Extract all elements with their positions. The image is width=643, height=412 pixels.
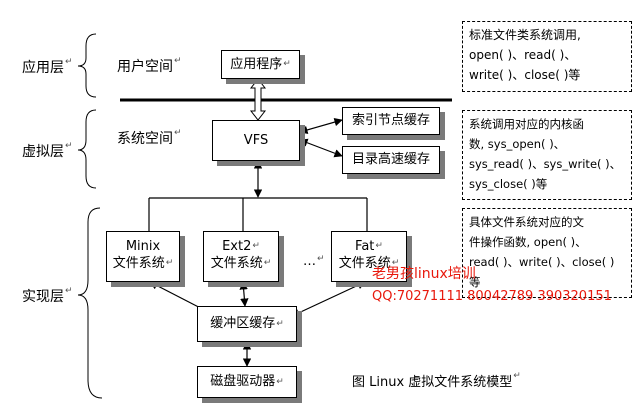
buffer-cache-label: 缓冲区缓存 <box>210 316 276 331</box>
note-specific-fs-ops: 具体文件系统对应的文 件操作函数, open( )、 read( )、write… <box>462 208 632 298</box>
layer-label-virtual: 虚拟层↵ <box>22 141 73 160</box>
fs-ellipsis: …↵ <box>303 254 325 269</box>
layer-label-impl: 实现层↵ <box>22 286 73 305</box>
ext2-label: Ext2 <box>222 239 252 254</box>
dir-cache-label: 目录高速缓存 <box>351 152 430 167</box>
minix-label: Minix <box>125 239 161 254</box>
inode-cache-label: 索引节点缓存 <box>351 113 430 128</box>
ext2-fs-box: Ext2↵ 文件系统↵ <box>203 231 279 282</box>
note-standard-syscalls: 标准文件类系统调用, open( )、read( )、 write( )、clo… <box>462 21 632 92</box>
dir-cache-box: 目录高速缓存 <box>342 146 440 174</box>
fat-fs-label: 文件系统 <box>338 256 391 271</box>
note-kernel-functions: 系统调用对应的内核函 数, sys_open( )、 sys_read( )、s… <box>462 110 632 200</box>
fat-fs-box: Fat↵ 文件系统↵ <box>331 231 407 282</box>
vfs-dir-arrow <box>299 138 343 158</box>
minix-fs-box: Minix 文件系统↵ <box>106 231 180 282</box>
application-label: 应用程序 <box>230 57 283 72</box>
ext2-buffer-arrow <box>239 281 249 307</box>
brace-app-layer <box>77 33 97 98</box>
user-space-label: 用户空间↵ <box>117 56 182 75</box>
minix-fs-label: 文件系统 <box>112 256 165 271</box>
fat-label: Fat <box>355 239 375 254</box>
inode-cache-box: 索引节点缓存 <box>342 107 440 135</box>
fat-buffer-arrow <box>291 281 366 317</box>
brace-virtual-layer <box>77 109 97 189</box>
watermark-line1: 老男孩linux培训 <box>372 266 476 282</box>
brace-impl-layer <box>77 207 103 399</box>
watermark-line2: QQ:70271111 80042789 390320151 <box>372 289 612 304</box>
layer-label-app: 应用层↵ <box>22 57 73 76</box>
figure-caption: 图 Linux 虚拟文件系统模型↵ <box>352 371 521 390</box>
system-space-label: 系统空间↵ <box>117 128 182 147</box>
vfs-box: VFS <box>212 120 300 161</box>
buffer-cache-box: 缓冲区缓存↵ <box>197 306 297 342</box>
vfs-inode-arrow <box>299 118 343 134</box>
disk-driver-label: 磁盘驱动器 <box>210 374 276 389</box>
disk-driver-box: 磁盘驱动器↵ <box>197 366 297 398</box>
ext2-fs-label: 文件系统 <box>210 256 263 271</box>
application-box: 应用程序↵ <box>221 50 300 79</box>
vfs-label: VFS <box>243 133 269 148</box>
